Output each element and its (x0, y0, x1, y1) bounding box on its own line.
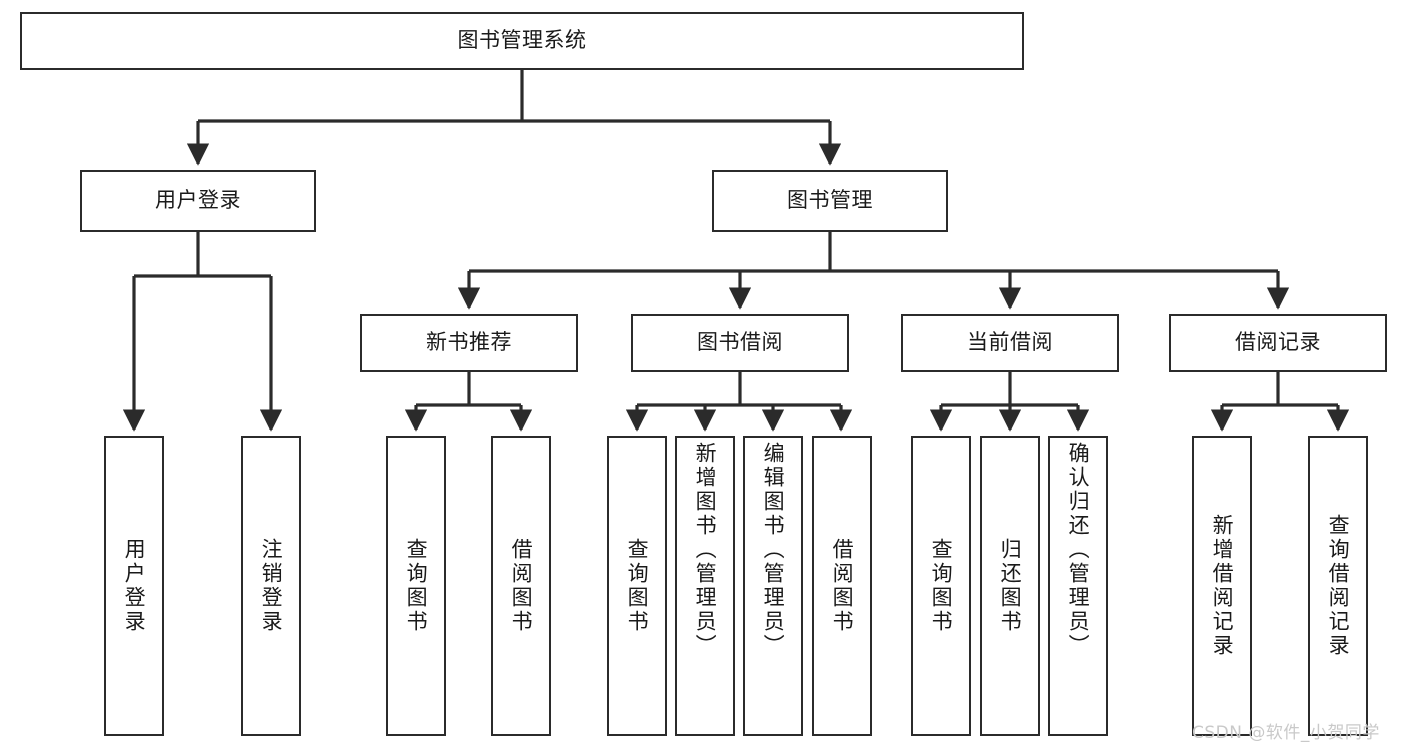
leaf-borrow-record-query-record[interactable]: 查询借阅记录 (1308, 436, 1368, 736)
leaf-current-borrow-confirm-return[interactable]: 确认归还（管理员） (1048, 436, 1108, 736)
node-current-borrow[interactable]: 当前借阅 (901, 314, 1119, 372)
node-label: 图书借阅 (697, 330, 783, 355)
node-label: 注销登录 (259, 538, 284, 634)
node-label: 当前借阅 (967, 330, 1053, 355)
node-new-book-recommend[interactable]: 新书推荐 (360, 314, 578, 372)
node-label: 用户登录 (122, 538, 147, 634)
node-label: 查询图书 (404, 538, 429, 634)
leaf-book-borrow-borrow-book[interactable]: 借阅图书 (812, 436, 872, 736)
node-label: 借阅记录 (1235, 330, 1321, 355)
node-label: 图书管理 (787, 188, 873, 213)
node-book-management[interactable]: 图书管理 (712, 170, 948, 232)
node-label: 查询图书 (625, 538, 650, 634)
node-label: 新书推荐 (426, 330, 512, 355)
leaf-book-borrow-query-book[interactable]: 查询图书 (607, 436, 667, 736)
leaf-user-login-login[interactable]: 用户登录 (104, 436, 164, 736)
node-label: 查询图书 (929, 538, 954, 634)
node-label: 新增图书（管理员） (693, 442, 718, 658)
node-label: 编辑图书（管理员） (761, 442, 786, 658)
node-label: 借阅图书 (509, 538, 534, 634)
node-book-management-system[interactable]: 图书管理系统 (20, 12, 1024, 70)
leaf-new-book-query-book[interactable]: 查询图书 (386, 436, 446, 736)
node-label: 用户登录 (155, 188, 241, 213)
node-label: 图书管理系统 (457, 28, 587, 53)
node-user-login[interactable]: 用户登录 (80, 170, 316, 232)
node-label: 查询借阅记录 (1326, 514, 1351, 658)
leaf-new-book-borrow-book[interactable]: 借阅图书 (491, 436, 551, 736)
node-label: 借阅图书 (830, 538, 855, 634)
leaf-borrow-record-add-record[interactable]: 新增借阅记录 (1192, 436, 1252, 736)
leaf-book-borrow-edit-book[interactable]: 编辑图书（管理员） (743, 436, 803, 736)
node-borrow-record[interactable]: 借阅记录 (1169, 314, 1387, 372)
leaf-user-login-logout[interactable]: 注销登录 (241, 436, 301, 736)
leaf-book-borrow-add-book[interactable]: 新增图书（管理员） (675, 436, 735, 736)
node-label: 新增借阅记录 (1210, 514, 1235, 658)
node-label: 确认归还（管理员） (1066, 442, 1091, 658)
leaf-current-borrow-query-book[interactable]: 查询图书 (911, 436, 971, 736)
node-book-borrow[interactable]: 图书借阅 (631, 314, 849, 372)
node-label: 归还图书 (998, 538, 1023, 634)
leaf-current-borrow-return-book[interactable]: 归还图书 (980, 436, 1040, 736)
